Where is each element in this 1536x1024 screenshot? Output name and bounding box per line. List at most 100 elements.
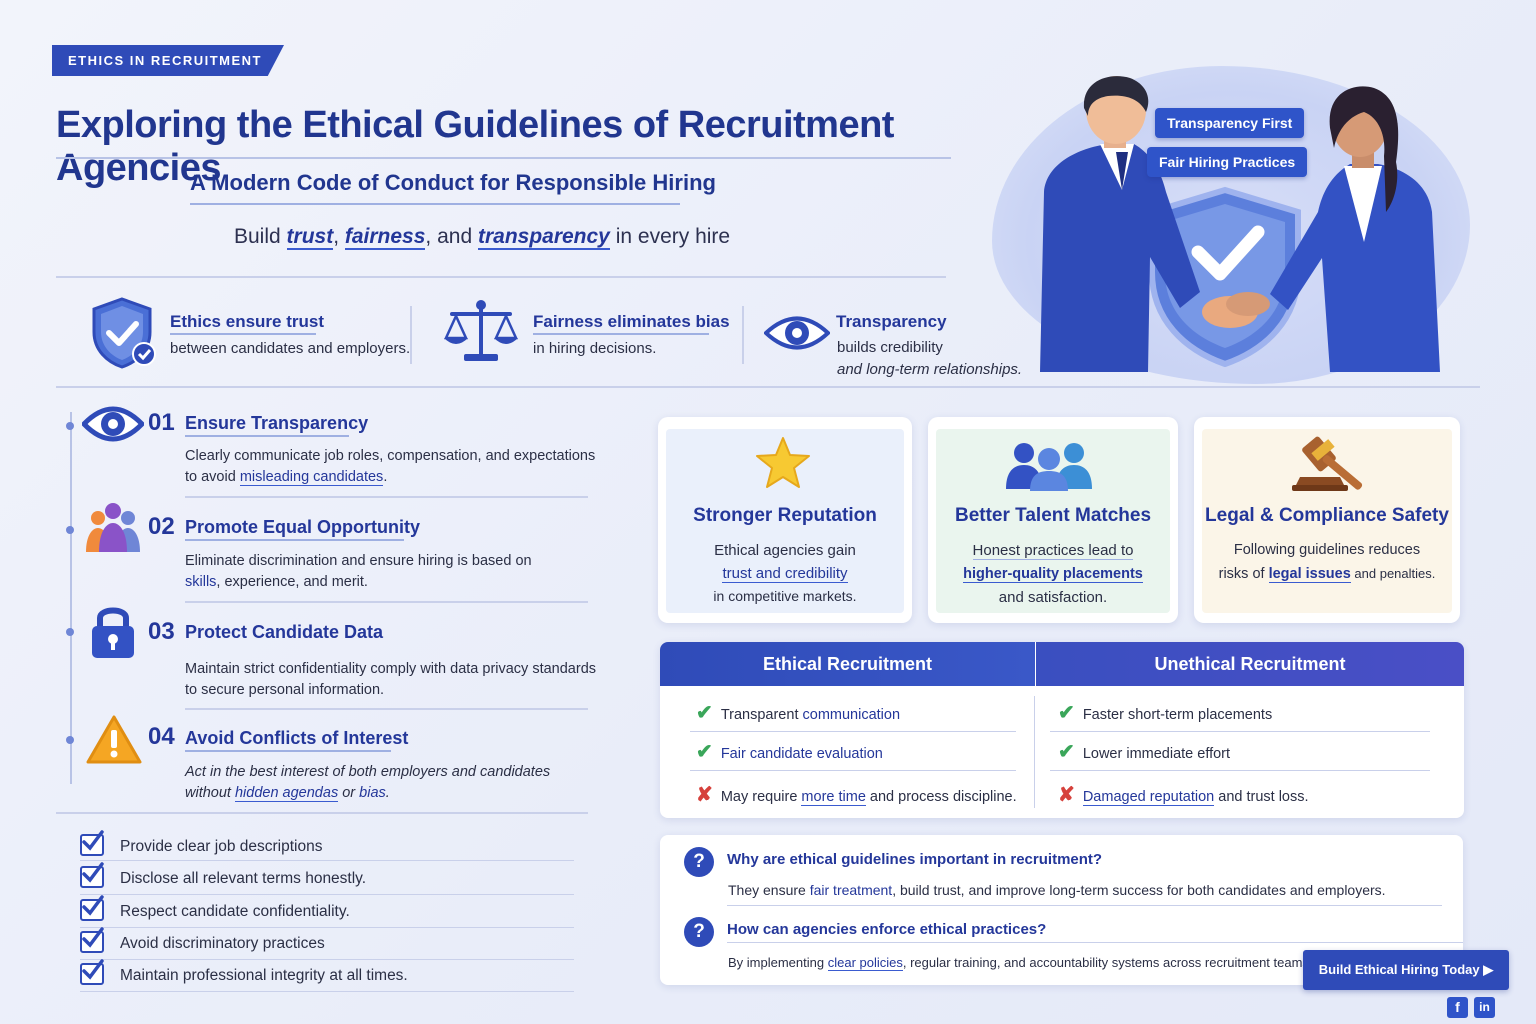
checklist-divider — [80, 927, 574, 928]
faq-question[interactable]: How can agencies enforce ethical practic… — [727, 921, 1047, 938]
step-desc-line: Maintain strict confidentiality comply w… — [185, 661, 597, 677]
divider — [56, 276, 946, 278]
step-number: 03 — [148, 618, 175, 645]
comparison-row: ✘ Damaged reputation and trust loss. — [1058, 782, 1309, 807]
faq-answer: They ensure fair treatment, build trust,… — [728, 882, 1386, 898]
checkbox-icon — [80, 895, 104, 921]
card-desc-line: Honest practices lead to — [972, 542, 1134, 560]
page-subtitle: A Modern Code of Conduct for Responsible… — [190, 170, 716, 195]
tagline-word-fairness: fairness — [344, 225, 426, 250]
step-desc-highlight: skills — [185, 574, 217, 590]
question-icon: ? — [684, 917, 714, 947]
step-desc: Maintain strict confidentiality comply w… — [185, 659, 596, 701]
comparison-highlight: Damaged reputation — [1082, 789, 1215, 806]
tagline-text: Build — [234, 225, 287, 248]
tagline-text: , and — [425, 225, 478, 248]
faq-divider — [727, 942, 1463, 943]
step-desc-text: , experience, and merit. — [216, 574, 368, 590]
comparison-highlight: Fair candidate evaluation — [720, 746, 883, 762]
people-icon — [84, 502, 142, 559]
step-title-underline — [185, 435, 349, 437]
checklist-text: Avoid discriminatory practices — [120, 935, 325, 952]
comparison-row: ✔ Faster short-term placements — [1058, 700, 1272, 725]
pillar-title: Transparency — [836, 312, 947, 331]
card-desc-line: and satisfaction. — [998, 589, 1108, 606]
faq-answer-highlight: clear policies — [827, 955, 903, 971]
faq-answer-text: , build trust, and improve long-term suc… — [892, 882, 1386, 898]
pillar-desc: builds credibility — [837, 339, 943, 356]
card-desc: Ethical agencies gain trust and credibil… — [668, 539, 902, 608]
step-number: 01 — [148, 409, 175, 436]
pillar-underline — [170, 333, 316, 335]
card-desc: Honest practices lead to higher-quality … — [938, 539, 1168, 609]
checklist-divider — [80, 991, 574, 992]
card-desc-highlight: trust and credibility — [722, 565, 848, 583]
step-number: 02 — [148, 513, 175, 540]
step-desc-text: . — [383, 469, 388, 485]
comparison-column-divider — [1034, 696, 1035, 808]
card-title: Better Talent Matches — [954, 505, 1152, 526]
cross-icon: ✘ — [696, 784, 713, 806]
star-icon — [754, 435, 812, 496]
benefit-card-reputation: Stronger Reputation Ethical agencies gai… — [658, 417, 912, 623]
step-desc-line: Clearly communicate job roles, compensat… — [185, 448, 596, 464]
facebook-icon[interactable]: f — [1447, 997, 1468, 1018]
step-title: Promote Equal Opportunity — [185, 517, 421, 537]
pillar-separator — [742, 306, 744, 364]
divider — [56, 812, 588, 814]
comparison-highlight: more time — [801, 789, 866, 806]
step-title-underline — [185, 750, 391, 752]
comparison-row: ✔ Transparent communication — [696, 700, 900, 725]
comparison-text: Lower immediate effort — [1082, 746, 1231, 762]
checkbox-icon — [80, 830, 104, 856]
step-title-underline — [185, 539, 404, 541]
tagline: Build trust, fairness, and transparency … — [234, 225, 730, 250]
eye-icon — [80, 402, 146, 451]
faq-answer-text: , regular training, and accountability s… — [902, 955, 1313, 970]
checkbox-icon — [80, 927, 104, 953]
card-desc-text: risks of — [1218, 566, 1269, 582]
question-icon: ? — [684, 847, 714, 877]
page-title: Exploring the Ethical Guidelines of Recr… — [56, 104, 894, 189]
step-number: 04 — [148, 723, 175, 750]
step-desc-highlight: hidden agendas — [234, 785, 339, 802]
step-desc-text: or — [338, 785, 360, 801]
card-title: Legal & Compliance Safety — [1205, 505, 1449, 526]
comparison-text: and process discipline. — [865, 789, 1017, 805]
row-divider — [1050, 770, 1430, 771]
timeline-dot — [66, 628, 74, 636]
check-icon: ✔ — [1058, 741, 1075, 763]
step-desc-line: skills, experience, and merit. — [185, 572, 532, 593]
faq-answer-highlight: fair treatment — [809, 882, 893, 898]
checklist-text: Respect candidate confidentiality. — [120, 903, 350, 920]
step-title: Avoid Conflicts of Interest — [185, 728, 409, 748]
pillar-desc: in hiring decisions. — [533, 340, 657, 357]
benefit-card-legal: Legal & Compliance Safety Following guid… — [1194, 417, 1460, 623]
comparison-text: May require — [720, 789, 802, 805]
step-desc-highlight: bias — [359, 785, 386, 801]
step-desc-highlight: misleading candidates — [239, 469, 384, 486]
build-ethical-hiring-button[interactable]: Build Ethical Hiring Today ▶ — [1303, 950, 1509, 990]
checkbox-icon — [80, 959, 104, 985]
lock-icon — [88, 602, 138, 665]
comparison-header-unethical: Unethical Recruitment — [1036, 642, 1464, 686]
checklist-text: Disclose all relevant terms honestly. — [120, 870, 367, 887]
faq-question[interactable]: Why are ethical guidelines important in … — [727, 851, 1103, 868]
tagline-word-transparency: transparency — [477, 225, 610, 250]
comparison-header-ethical: Ethical Recruitment — [660, 642, 1035, 686]
card-desc-highlight: higher-quality placements — [963, 566, 1143, 583]
pillar-underline — [533, 333, 709, 335]
card-desc-line: Ethical agencies gain — [714, 542, 856, 559]
step-desc: Act in the best interest of both employe… — [185, 762, 550, 804]
tagline-text: , — [333, 225, 345, 248]
row-divider — [1050, 731, 1430, 732]
faq-answer: By implementing clear policies, regular … — [728, 955, 1313, 971]
card-desc-line: in competitive markets. — [713, 588, 857, 604]
badge-transparency-first: Transparency First — [1155, 108, 1305, 138]
comparison-text: and trust loss. — [1214, 789, 1309, 805]
eye-icon — [763, 312, 831, 359]
linkedin-icon[interactable]: in — [1474, 997, 1495, 1018]
checklist-divider — [80, 959, 574, 960]
step-desc-text: . — [385, 785, 390, 801]
comparison-row: ✘ May require more time and process disc… — [696, 782, 1017, 807]
